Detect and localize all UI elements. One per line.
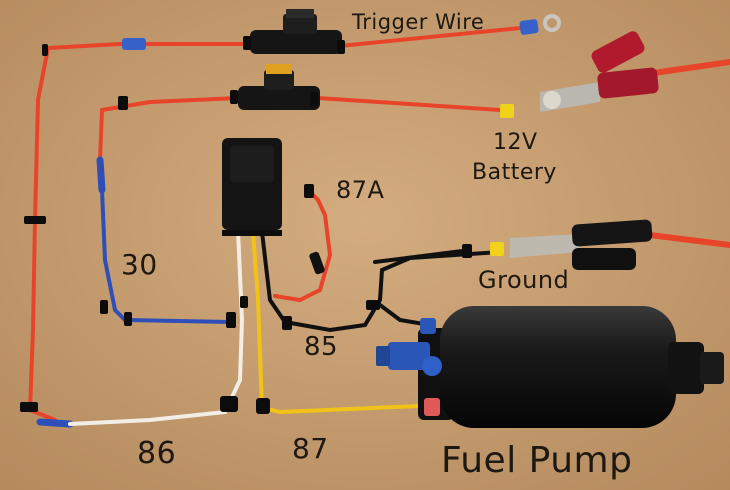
battery-label: Battery: [472, 160, 557, 185]
relay-87a-label: 87A: [336, 176, 385, 204]
ring-terminal: [519, 14, 561, 35]
relay-30-label: 30: [121, 248, 158, 281]
relay-87a-loop: [309, 251, 325, 275]
ground-clip-black: [490, 219, 653, 270]
relay: [222, 138, 282, 236]
fuel-pump-label: Fuel Pump: [441, 440, 633, 481]
ground-label: Ground: [478, 266, 570, 294]
battery-clip-red: [500, 31, 659, 118]
relay-87-label: 87: [292, 432, 329, 465]
relay-86-label: 86: [137, 436, 177, 471]
battery-voltage-label: 12V: [493, 130, 538, 155]
trigger-wire-label: Trigger Wire: [352, 10, 485, 34]
wire-30-blue: [36, 156, 232, 428]
fuse-holder-battery: [238, 64, 320, 110]
fuel-pump: [376, 306, 724, 428]
fuse-holder-trigger: [250, 9, 342, 54]
relay-85-label: 85: [304, 332, 339, 362]
zip-ties: [20, 36, 472, 414]
